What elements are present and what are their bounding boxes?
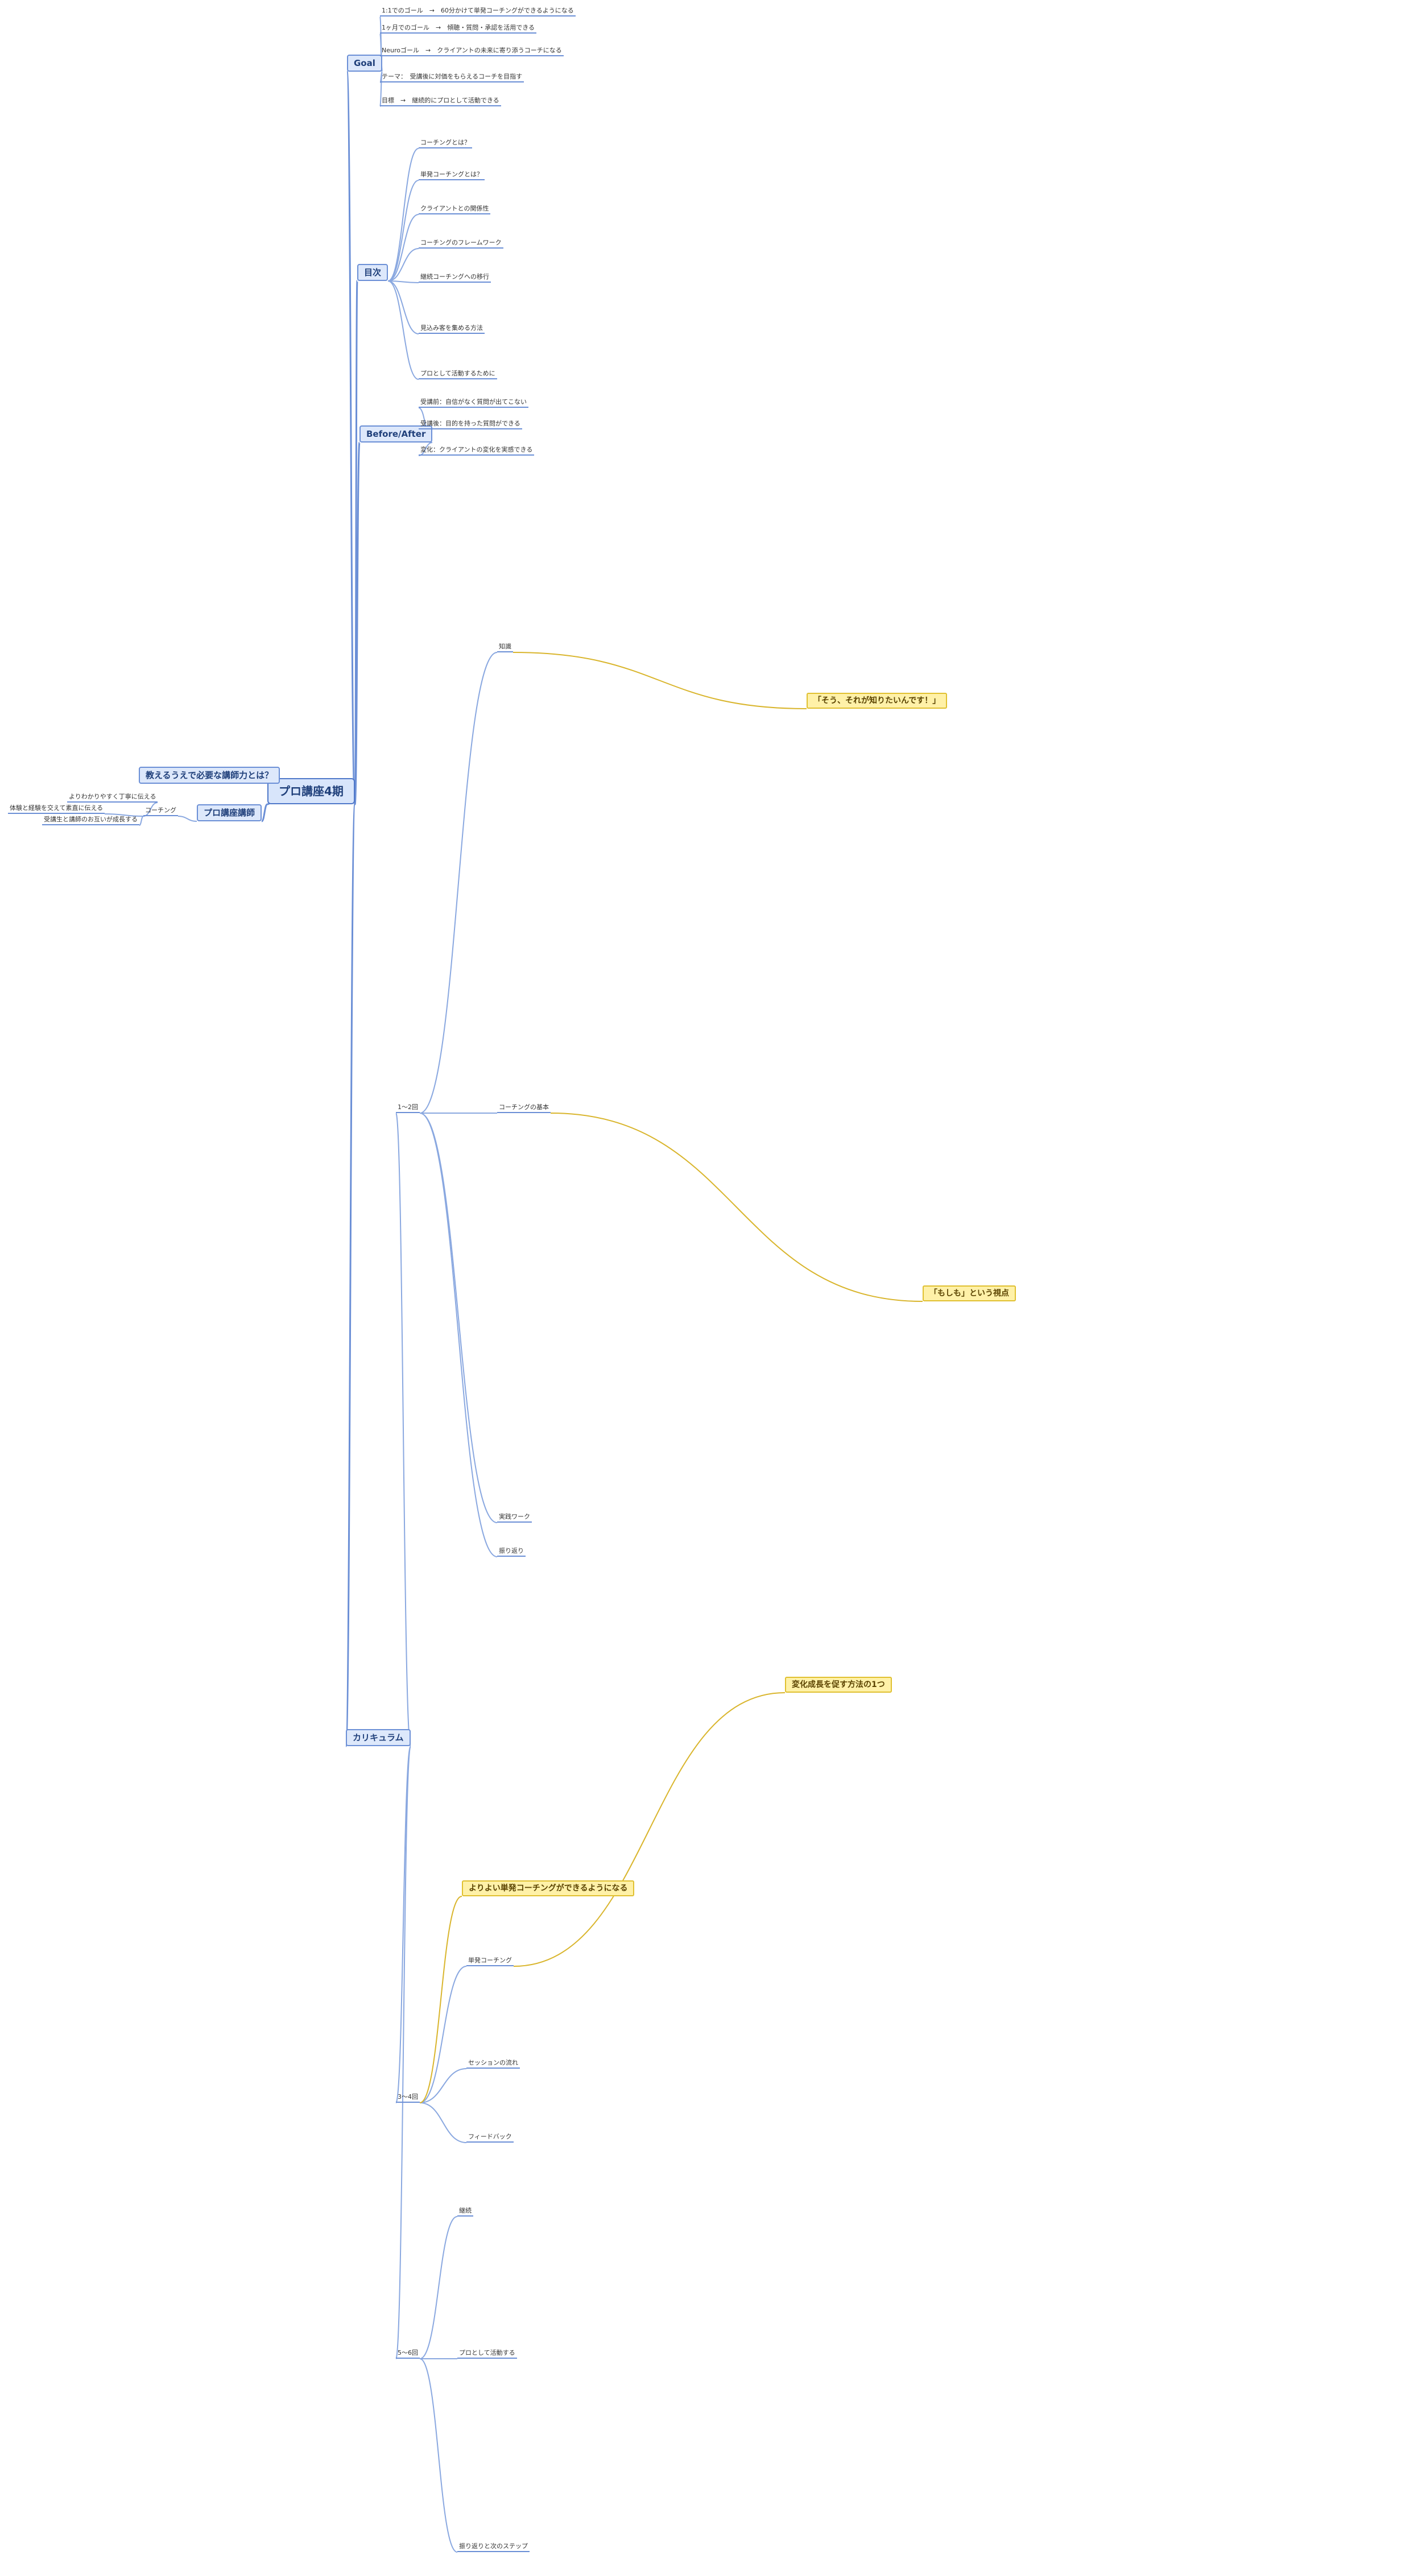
- toc-item-6[interactable]: 見込み客を集める方法: [419, 324, 485, 334]
- connector-part1-label-part1-section-1: [419, 652, 498, 1114]
- connector-part1-section-2-highlight-what-if: [550, 1113, 923, 1302]
- ba-item-2[interactable]: 受講後：目的を持った質問ができる: [419, 420, 522, 429]
- connector-branch-toc-toc-item-2: [387, 180, 419, 282]
- ba-item-1[interactable]: 受講前：自信がなく質問が出てこない: [419, 398, 528, 408]
- branch-goal[interactable]: Goal: [347, 55, 382, 72]
- connector-root-node-branch-curriculum: [345, 803, 356, 1747]
- left-branch-pro-trainer[interactable]: プロ講座講師: [197, 804, 262, 821]
- part1-section-1[interactable]: 知識: [497, 643, 513, 652]
- left-leaf-2[interactable]: 体験と経験を交えて素直に伝える: [8, 804, 105, 814]
- connector-part2-label-part2-section-3: [419, 2102, 467, 2143]
- toc-item-1[interactable]: コーチングとは？: [419, 139, 472, 148]
- part3-label[interactable]: 5〜6回: [396, 2349, 420, 2359]
- highlight-growth-method[interactable]: 変化成長を促す方法の1つ: [785, 1677, 892, 1693]
- connector-root-node-branch-before-after: [354, 441, 361, 805]
- goal-item-2[interactable]: 1ヶ月でのゴール → 傾聴・質問・承認を活用できる: [380, 24, 536, 34]
- part3-section-1[interactable]: 継続: [457, 2207, 473, 2217]
- ba-item-3[interactable]: 変化：クライアントの変化を実感できる: [419, 446, 535, 456]
- goal-item-4[interactable]: テーマ： 受講後に対価をもらえるコーチを目指す: [380, 73, 524, 82]
- part2-section-1[interactable]: 単発コーチング: [466, 1957, 514, 1966]
- connector-left-node-coaching-left-leaf-3: [139, 816, 144, 826]
- connector-branch-toc-toc-item-6: [387, 280, 419, 334]
- goal-item-5[interactable]: 目標 → 継続的にプロとして活動できる: [380, 97, 501, 106]
- left-node-coaching[interactable]: コーチング: [143, 807, 178, 816]
- connector-branch-toc-toc-item-5: [387, 280, 419, 283]
- connector-branch-toc-toc-item-7: [387, 280, 419, 380]
- connector-left-branch-pro-trainer-left-node-coaching: [177, 816, 197, 822]
- highlight-better-coaching[interactable]: よりよい単発コーチングができるようになる: [462, 1880, 635, 1896]
- connector-branch-toc-toc-item-1: [387, 148, 419, 282]
- highlight-what-if[interactable]: 「もしも」という視点: [923, 1285, 1016, 1301]
- left-branch-trainer-skill[interactable]: 教えるうえで必要な講師力とは？: [139, 767, 280, 784]
- connector-part2-label-part2-section-2: [419, 2068, 467, 2103]
- part1-label[interactable]: 1〜2回: [396, 1103, 420, 1113]
- root-node[interactable]: プロ講座4期: [267, 778, 355, 804]
- part1-section-2[interactable]: コーチングの基本: [497, 1103, 551, 1113]
- connector-part2-label-highlight-better-coaching: [419, 1896, 462, 2103]
- toc-item-7[interactable]: プロとして活動するために: [419, 370, 497, 379]
- connector-part2-section-1-highlight-growth-method: [513, 1692, 786, 1967]
- part2-section-3[interactable]: フィードバック: [466, 2133, 514, 2143]
- toc-item-5[interactable]: 継続コーチングへの移行: [419, 273, 491, 283]
- connector-root-node-left-branch-pro-trainer: [261, 803, 268, 822]
- connector-branch-curriculum-part3-label: [395, 1746, 411, 2359]
- connector-branch-curriculum-part2-label: [395, 1746, 411, 2103]
- connector-part3-label-part3-section-1: [419, 2216, 458, 2359]
- connector-branch-toc-toc-item-3: [387, 214, 419, 282]
- connector-left-node-coaching-left-leaf-2: [104, 813, 144, 817]
- connector-branch-curriculum-part1-label: [395, 1113, 411, 1747]
- part3-section-3[interactable]: 振り返りと次のステップ: [457, 2542, 530, 2552]
- left-leaf-3[interactable]: 受講生と講師のお互いが成長する: [42, 816, 139, 825]
- goal-item-3[interactable]: Neuroゴール → クライアントの未来に寄り添うコーチになる: [380, 47, 564, 56]
- toc-item-2[interactable]: 単発コーチングとは？: [419, 171, 485, 180]
- left-leaf-1[interactable]: よりわかりやすく丁寧に伝える: [67, 793, 158, 803]
- connector-root-node-branch-goal: [346, 71, 356, 805]
- branch-toc[interactable]: 目次: [357, 264, 388, 281]
- highlight-want-to-know[interactable]: 「そう、それが知りたいんです！」: [807, 693, 948, 709]
- part2-section-2[interactable]: セッションの流れ: [466, 2059, 520, 2069]
- toc-item-4[interactable]: コーチングのフレームワーク: [419, 239, 503, 249]
- connector-part3-label-part3-section-3: [419, 2358, 458, 2553]
- part3-section-2[interactable]: プロとして活動する: [457, 2349, 517, 2359]
- part1-section-3[interactable]: 実践ワーク: [497, 1513, 532, 1523]
- connector-part2-label-part2-section-1: [419, 1966, 467, 2103]
- goal-item-1[interactable]: 1:1でのゴール → 60分かけて単発コーチングができるようになる: [380, 7, 576, 16]
- branch-curriculum[interactable]: カリキュラム: [346, 1729, 411, 1746]
- connector-part1-label-part1-section-3: [419, 1113, 498, 1523]
- part1-section-4[interactable]: 振り返り: [497, 1547, 526, 1557]
- connector-part1-section-1-highlight-want-to-know: [512, 652, 807, 709]
- toc-item-3[interactable]: クライアントとの関係性: [419, 205, 491, 214]
- connector-branch-toc-toc-item-4: [387, 248, 419, 282]
- connector-part1-label-part1-section-4: [419, 1113, 498, 1557]
- part2-label[interactable]: 3〜4回: [396, 2093, 420, 2103]
